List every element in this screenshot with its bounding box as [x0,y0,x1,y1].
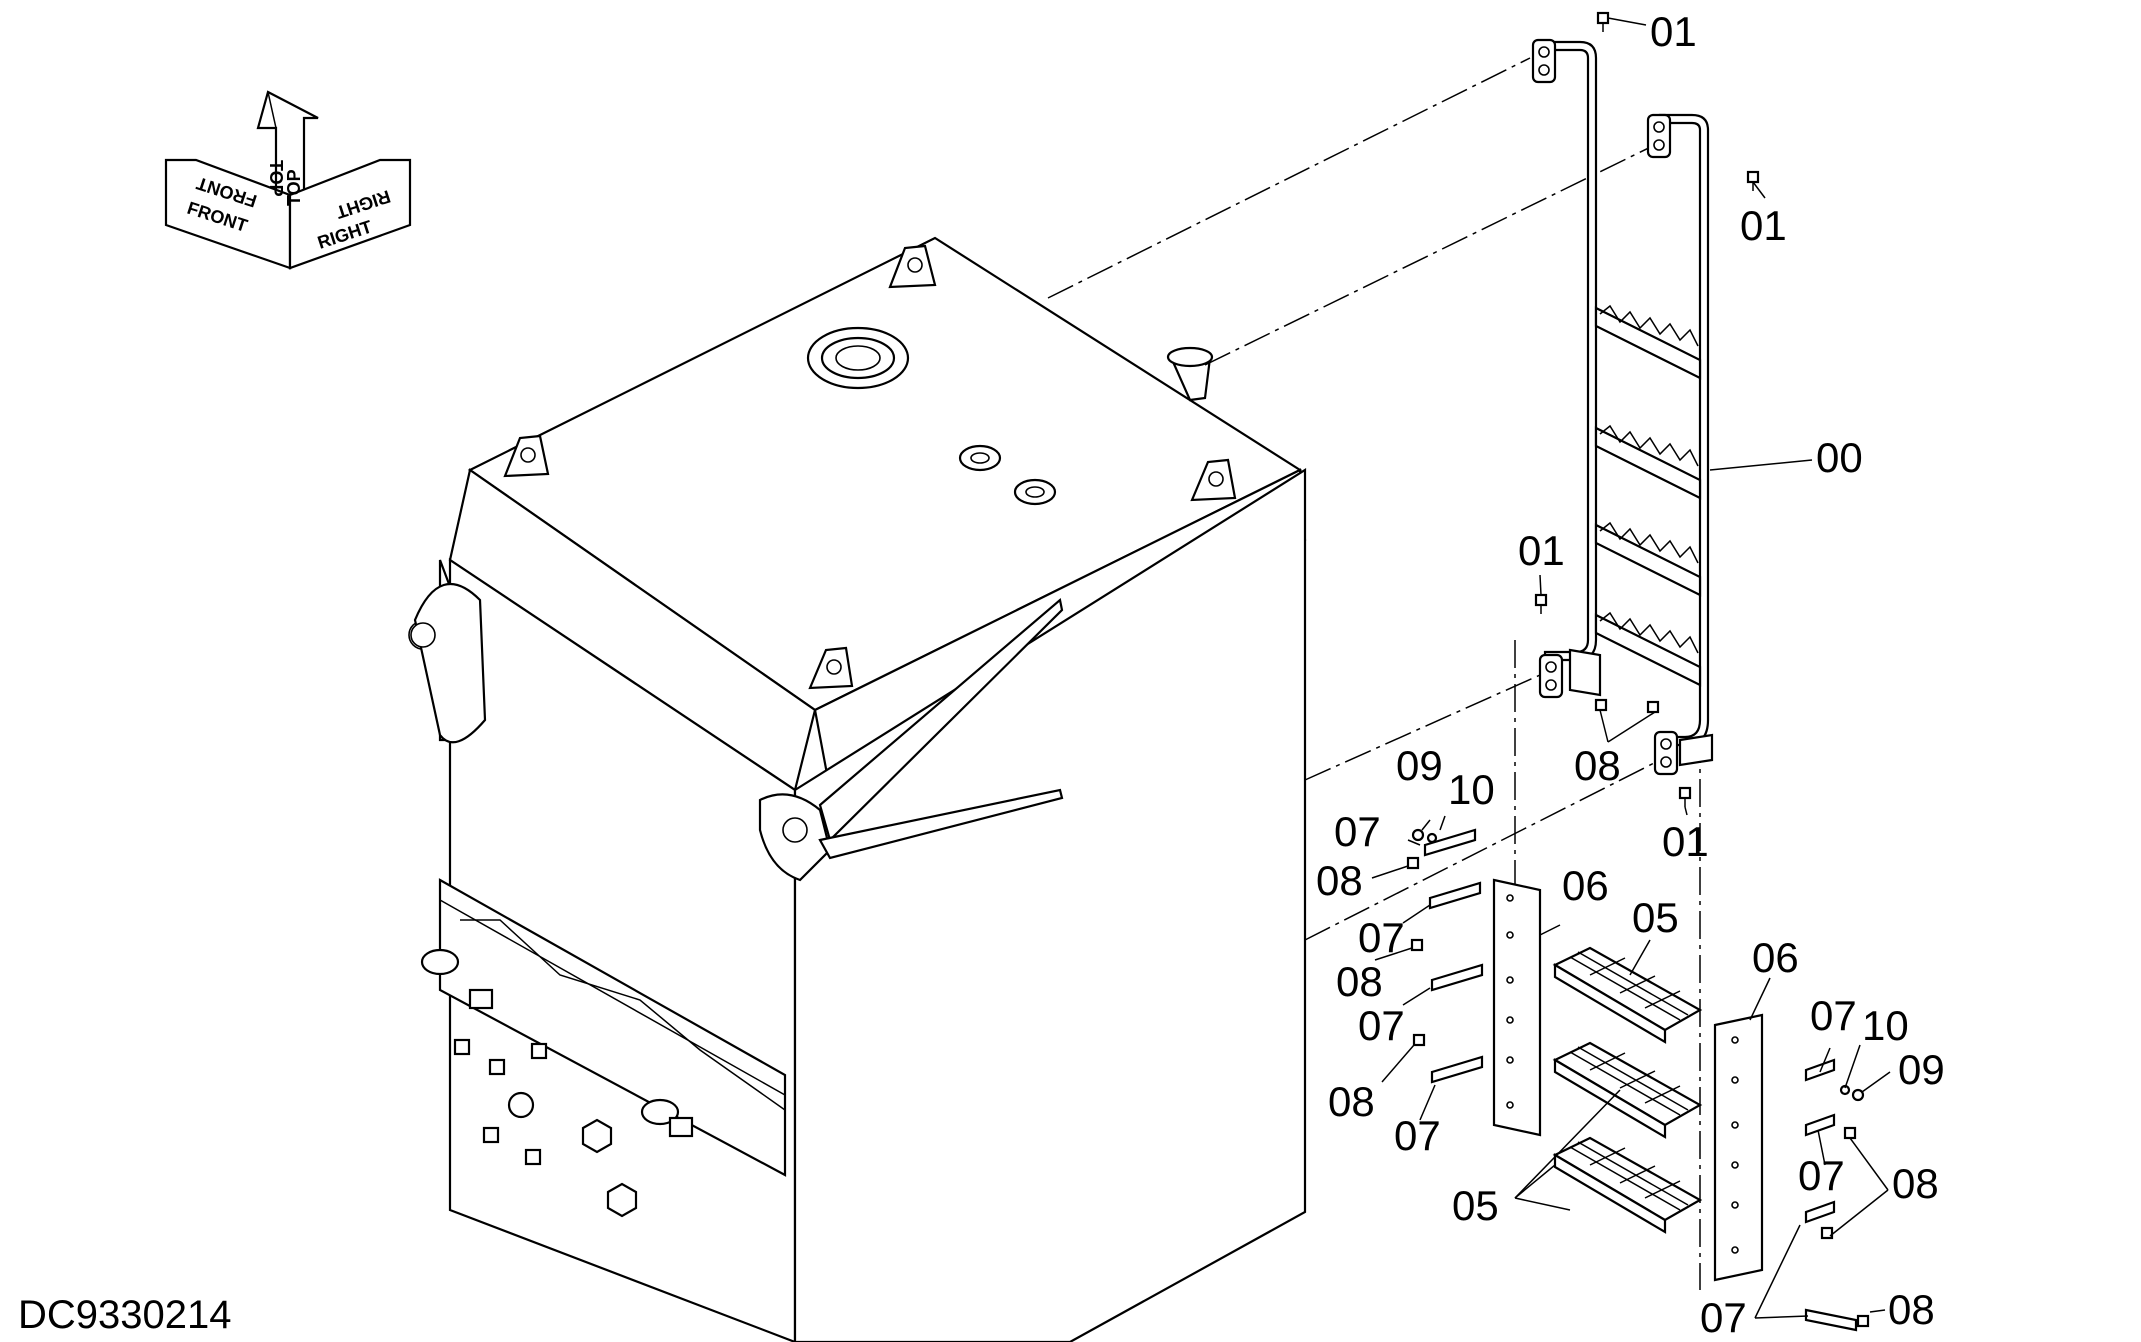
ladder-mount-plate [1531,38,1557,84]
clamp-plate [1430,1055,1484,1084]
step-bracket-left [1492,878,1542,1137]
bolt-icon [1596,11,1610,32]
ladder-rung [1594,304,1702,380]
callout-07: 07 [1358,914,1405,961]
callout-05: 05 [1452,1182,1499,1229]
lifting-eye [808,646,854,690]
bolt-icon [1843,1126,1857,1140]
clamp-plate [1804,1200,1836,1224]
drain-nut [606,1182,638,1218]
callout-05: 05 [1632,894,1679,941]
direction-top-mirrored-label: TOP [284,169,304,206]
sensor-port [1013,478,1057,506]
callout-07: 07 [1334,808,1381,855]
callout-07: 07 [1810,992,1857,1039]
step-bracket-right [1713,1013,1764,1282]
bolt-icon [1410,938,1424,952]
callout-08: 08 [1336,958,1383,1005]
filler-cap [806,326,910,390]
callout-01: 01 [1662,818,1709,865]
callout-01: 01 [1518,527,1565,574]
ladder-mount-plate [1646,113,1672,159]
callout-10: 10 [1862,1002,1909,1049]
arrow-right-icon [288,158,412,270]
tank-mount-rail [420,878,787,1177]
bolt-icon [1646,700,1660,714]
bolt-icon [1594,698,1608,712]
clamp-plate [1804,1308,1858,1332]
orientation-compass: FRONT FRONT TOP TOP RIGHT RIGHT [164,90,412,270]
callout-labels: 01 01 00 01 08 09 10 01 07 08 06 05 07 0… [1316,8,1945,1341]
bolt-icon [1746,170,1760,191]
callout-06: 06 [1752,934,1799,981]
ladder-rung [1594,521,1702,597]
drawing-code: DC9330214 [18,1293,232,1337]
bolt-icon [1856,1314,1870,1328]
drain-fitting [507,1091,535,1119]
ladder-rung [1594,424,1702,500]
step-tread [1552,1041,1703,1139]
bolt-icon [1412,1033,1426,1047]
callout-00: 00 [1816,434,1863,481]
callout-08: 08 [1328,1078,1375,1125]
callout-01: 01 [1650,8,1697,55]
leader-lines [1371,17,1891,1319]
bolt-icon [1678,786,1692,807]
lifting-eye [1190,458,1237,502]
ladder-mount-plate [1653,730,1714,776]
drain-plug [482,1126,500,1144]
callout-08: 08 [1888,1286,1935,1333]
callout-01: 01 [1740,202,1787,249]
bolt-icon [1406,856,1420,870]
callout-07: 07 [1700,1294,1747,1341]
ladder-rung [1594,611,1702,687]
tank-stay [818,597,1064,843]
ladder-mount-plate [1538,648,1602,699]
callout-08: 08 [1892,1160,1939,1207]
callout-06: 06 [1562,862,1609,909]
drain-plug [453,1038,471,1056]
drain-plug [524,1148,542,1166]
tank-stay [818,788,1064,860]
clamp-plate [1430,963,1484,992]
callout-10: 10 [1448,766,1495,813]
callout-07: 07 [1798,1152,1845,1199]
step-tread [1552,946,1703,1044]
mounting-bracket [758,793,832,882]
fuel-tank [408,236,1307,1342]
bolt-icon [1534,593,1548,614]
direction-top-label: TOP [266,160,286,197]
lifting-eye [888,244,937,289]
nut-icon [1851,1088,1865,1102]
clamp-plate [1804,1113,1836,1137]
drain-plug [530,1042,548,1060]
nut-icon [1411,828,1425,842]
drain-plug [488,1058,506,1076]
ladder-assembly [1531,11,1760,807]
breather-pipe [1166,346,1214,402]
sensor-port [958,444,1002,472]
bolt-icon [1820,1226,1834,1240]
callout-07: 07 [1394,1112,1441,1159]
callout-09: 09 [1898,1046,1945,1093]
callout-08: 08 [1574,742,1621,789]
callout-09: 09 [1396,742,1443,789]
washer-icon [1426,832,1438,844]
callout-07: 07 [1358,1002,1405,1049]
mounting-bracket [408,559,487,744]
clamp-plate [1423,828,1477,857]
callout-08: 08 [1316,857,1363,904]
step-tread [1552,1136,1703,1234]
drain-nut [581,1118,613,1154]
clamp-plate [1428,881,1482,910]
lifting-eye [503,434,550,478]
clamp-plate [1804,1058,1836,1082]
